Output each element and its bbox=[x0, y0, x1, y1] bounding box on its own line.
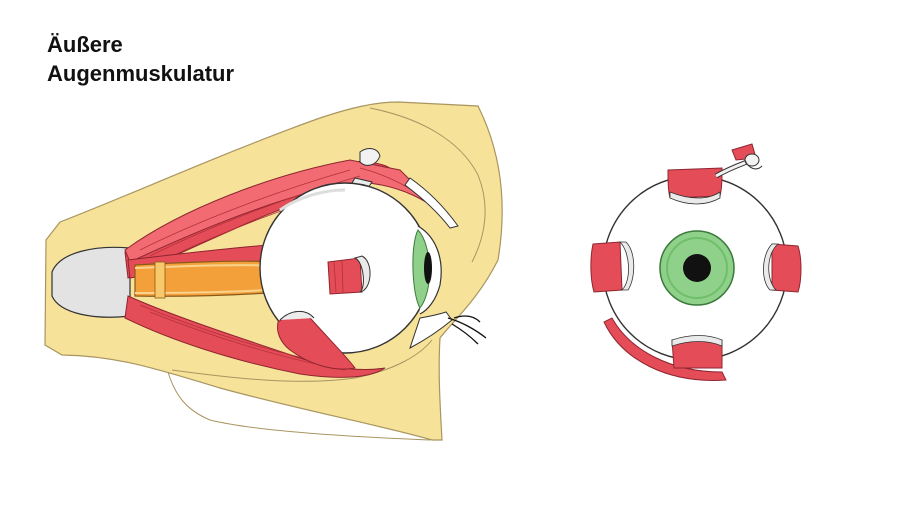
levator-muscle bbox=[124, 159, 456, 263]
medial-rectus-insertion bbox=[590, 241, 635, 293]
upper-eyelid bbox=[404, 177, 459, 229]
title-line-1: Äußere bbox=[47, 32, 123, 57]
eyelashes bbox=[447, 315, 487, 345]
inferior-oblique-band bbox=[603, 317, 727, 381]
superior-oblique-tendon-frontal bbox=[714, 143, 763, 179]
lower-eyelid bbox=[409, 311, 453, 350]
page-title: Äußere Augenmuskulatur bbox=[47, 30, 234, 88]
pupil-side bbox=[424, 252, 432, 284]
eyeball-frontal-view bbox=[590, 143, 802, 381]
orbit-lateral-view bbox=[44, 101, 503, 441]
inferior-rectus-insertion bbox=[671, 335, 723, 369]
inferior-rectus-muscle bbox=[124, 295, 386, 378]
title-line-2: Augenmuskulatur bbox=[47, 61, 235, 86]
iris-side bbox=[412, 229, 430, 309]
pupil bbox=[683, 254, 711, 282]
lateral-rectus-insertion bbox=[327, 255, 371, 295]
superior-rectus-insertion bbox=[667, 167, 723, 205]
lateral-rectus-insertion-frontal bbox=[763, 243, 802, 293]
trochlea bbox=[359, 148, 381, 166]
